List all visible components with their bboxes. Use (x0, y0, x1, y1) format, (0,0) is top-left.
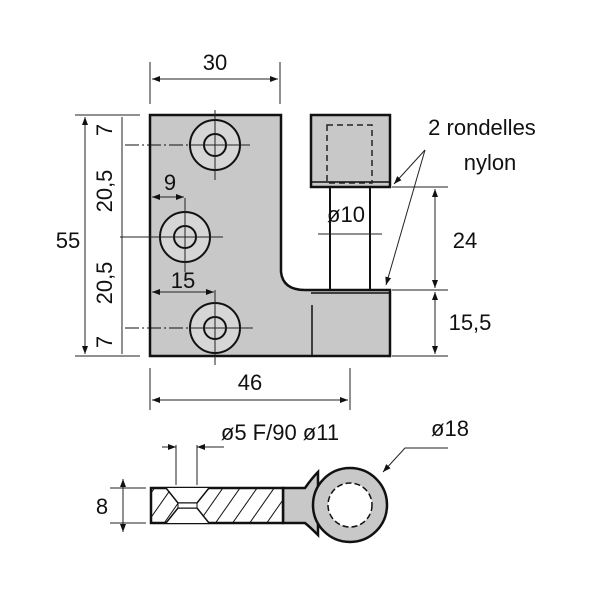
hole-top (125, 110, 250, 180)
dim-spacing-4: 7 (92, 336, 117, 348)
hole-middle (120, 198, 223, 272)
dim-width-total: 46 (238, 370, 262, 395)
dim-pin-diameter: ø10 (327, 202, 365, 227)
section-view (149, 466, 389, 544)
eye-leader (382, 447, 448, 473)
dim-spacing-3: 20,5 (92, 262, 117, 305)
dim-spacing-2: 20,5 (92, 170, 117, 213)
dim-hole-spec: ø5 F/90 ø11 (221, 420, 339, 445)
dim-height-total: 55 (56, 228, 80, 253)
dim-base-height: 15,5 (449, 310, 492, 335)
washer-note-line1: 2 rondelles (428, 115, 536, 140)
hole-bottom (125, 290, 253, 365)
dim-eye-diameter: ø18 (431, 416, 469, 441)
pin-block (309, 113, 392, 189)
washer-leader-1 (393, 149, 426, 185)
dim-offset-middle: 9 (164, 170, 176, 195)
dim-pin-height: 24 (453, 228, 477, 253)
bracket-body (148, 113, 392, 358)
washer-note-line2: nylon (464, 150, 517, 175)
dim-width-top: 30 (203, 50, 227, 75)
dim-thickness: 8 (96, 494, 108, 519)
dim-offset-outer: 15 (171, 268, 195, 293)
washer-leader-2 (385, 149, 426, 286)
dim-spacing-1: 7 (92, 124, 117, 136)
pin-hidden-outline (326, 124, 373, 184)
eye-hole (327, 482, 373, 528)
